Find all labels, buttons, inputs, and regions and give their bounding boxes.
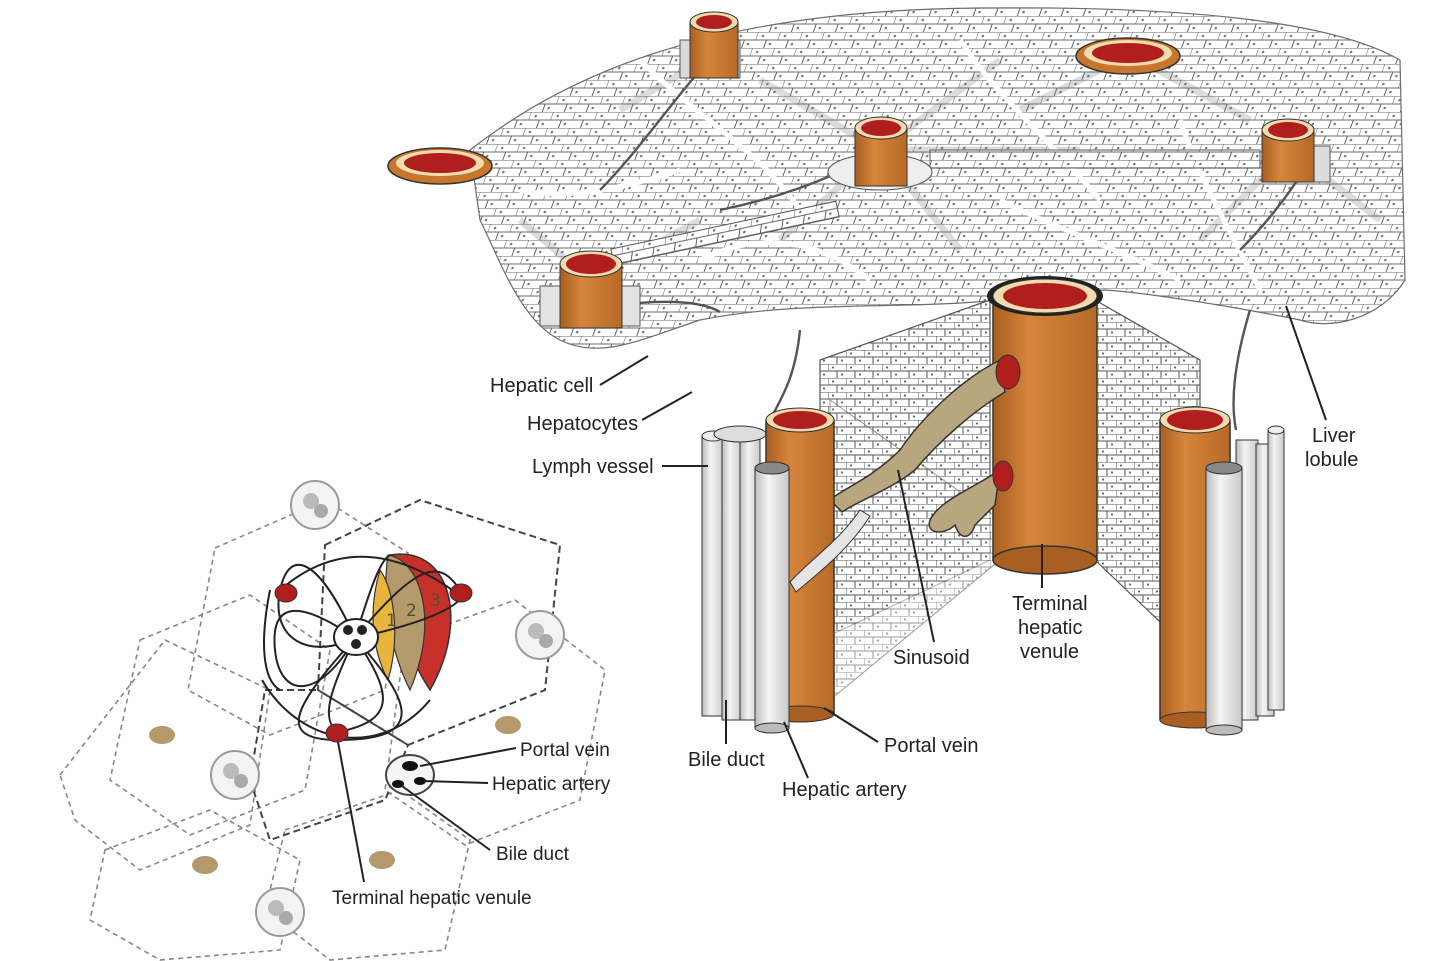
label-hepatocytes: Hepatocytes (527, 413, 638, 435)
label-bile-duct: Bile duct (688, 749, 765, 771)
label-liver: Liver (1312, 425, 1356, 447)
label-terminal: Terminal (1012, 593, 1088, 615)
label-lymph-vessel: Lymph vessel (532, 456, 654, 478)
hepatocyte-plate-network (469, 7, 1406, 431)
portal-tract-top-right (1075, 37, 1181, 75)
acinus-zones: 1 2 3 (372, 553, 452, 692)
hexagon-lobule-inset: 1 2 3 (59, 480, 611, 961)
terminal-hepatic-venule-vessel (987, 276, 1103, 575)
small-vessel-4 (539, 250, 641, 329)
main-labels: Hepatic cell Hepatocytes Lymph vessel Li… (490, 305, 1358, 801)
zone-2: 2 (406, 601, 417, 621)
inset-terminal-venules (274, 583, 473, 743)
small-vessel-2 (827, 116, 933, 191)
label-sinusoid: Sinusoid (893, 647, 970, 669)
left-portal-triad (701, 407, 871, 734)
zone-1: 1 (386, 611, 397, 631)
sinusoid-vessels (828, 354, 1021, 537)
right-portal-triad (1159, 406, 1285, 736)
portal-tract-top-left (387, 147, 493, 185)
inset-label-hepatic-artery: Hepatic artery (492, 774, 611, 795)
inset-label-terminal-venule: Terminal hepatic venule (332, 888, 532, 909)
label-hepatic-cell: Hepatic cell (490, 375, 593, 397)
inset-central-veins (149, 716, 521, 874)
small-vessel-1 (679, 11, 741, 79)
label-portal-vein: Portal vein (884, 735, 979, 757)
label-lobule: lobule (1305, 449, 1358, 471)
label-hepatic-artery: Hepatic artery (782, 779, 907, 801)
inset-labelled-triad (385, 754, 435, 796)
inset-label-portal-vein: Portal vein (520, 740, 610, 761)
label-hepatic: hepatic (1018, 617, 1083, 639)
small-vessel-3 (1261, 118, 1331, 183)
inset-label-bile-duct: Bile duct (496, 844, 570, 865)
inset-portal-triads (210, 480, 565, 937)
inset-center-triad (333, 618, 379, 656)
label-venule: venule (1020, 641, 1079, 663)
zone-3: 3 (430, 591, 441, 611)
